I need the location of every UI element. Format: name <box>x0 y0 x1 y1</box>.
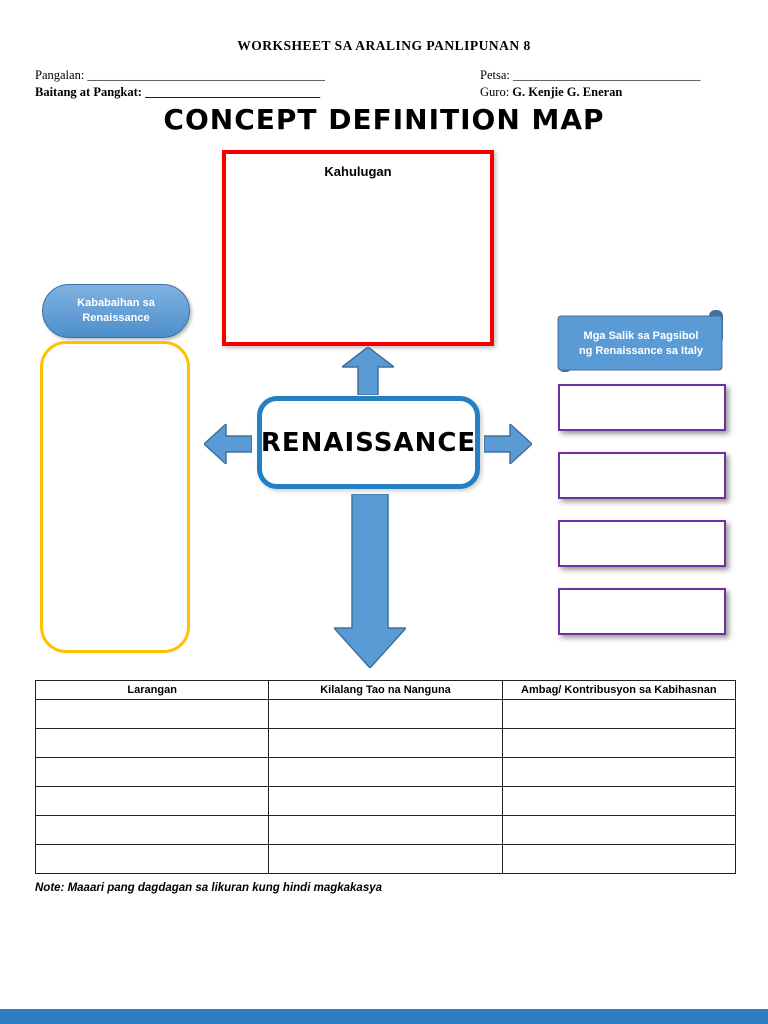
table-row <box>34 728 737 758</box>
table-cell <box>268 757 503 787</box>
table-cell <box>34 699 270 729</box>
scroll-shape-icon <box>557 310 723 372</box>
table-cell <box>268 815 503 845</box>
table-cell <box>34 728 270 758</box>
fields-row-1: Pangalan: ______________________________… <box>35 68 733 83</box>
factor-box <box>558 384 726 431</box>
table-cell <box>501 815 737 845</box>
arrow-right-icon <box>484 424 532 464</box>
factor-box <box>558 520 726 567</box>
table-row <box>34 815 737 845</box>
table-cell <box>268 844 503 874</box>
table-header-row: Larangan Kilalang Tao na Nanguna Ambag/ … <box>34 680 737 700</box>
note-text: Note: Maaari pang dagdagan sa likuran ku… <box>35 882 383 894</box>
women-renaissance-bubble: Kababaihan sa Renaissance <box>42 284 190 338</box>
table-cell <box>501 844 737 874</box>
table-cell <box>268 699 503 729</box>
factors-banner-line2: ng Renaissance sa Italy <box>578 345 704 357</box>
definition-box: Kahulugan <box>222 150 494 346</box>
table-cell <box>501 699 737 729</box>
table-cell <box>34 815 270 845</box>
table-row <box>34 699 737 729</box>
table-cell <box>501 786 737 816</box>
date-field-label: Petsa: <box>480 68 510 82</box>
column-header-ambag: Ambag/ Kontribusyon sa Kabihasnan <box>501 680 737 700</box>
fields-row-2: Baitang at Pangkat: ____________________… <box>35 85 733 100</box>
women-bubble-line1: Kababaihan sa <box>77 297 155 310</box>
name-field-label: Pangalan: <box>35 68 85 82</box>
viewer-bottom-bar <box>0 1009 768 1024</box>
women-renaissance-box <box>40 341 190 653</box>
factor-box <box>558 588 726 635</box>
teacher-field-value: G. Kenjie G. Eneran <box>512 85 623 99</box>
worksheet-header-title: WORKSHEET SA ARALING PANLIPUNAN 8 <box>237 38 531 53</box>
table-row <box>34 844 737 874</box>
grade-section-blank: ____________________________ <box>145 85 321 99</box>
main-title: CONCEPT DEFINITION MAP <box>163 103 605 136</box>
table-body <box>34 699 737 874</box>
factors-banner-text: Mga Salik sa Pagsibol ng Renaissance sa … <box>558 316 724 372</box>
column-header-larangan: Larangan <box>34 680 270 700</box>
fields-table-wrap: Larangan Kilalang Tao na Nanguna Ambag/ … <box>34 680 737 874</box>
table-cell <box>34 786 270 816</box>
center-topic-label: RENAISSANCE <box>260 427 477 458</box>
date-field-blank: ______________________________ <box>512 68 701 82</box>
arrow-left-icon <box>204 424 252 464</box>
table-cell <box>268 728 503 758</box>
table-cell <box>268 786 503 816</box>
grade-section-label: Baitang at Pangkat: <box>35 85 142 99</box>
column-header-kilalang-tao: Kilalang Tao na Nanguna <box>268 680 503 700</box>
grade-section-field: Baitang at Pangkat: ____________________… <box>35 85 320 100</box>
definition-box-label: Kahulugan <box>324 164 392 179</box>
table-row <box>34 757 737 787</box>
name-field: Pangalan: ______________________________… <box>35 68 325 83</box>
name-field-blank: ______________________________________ <box>87 68 325 82</box>
factor-box-stack <box>558 384 726 635</box>
factors-banner-line1: Mga Salik sa Pagsibol <box>583 329 699 342</box>
table-row <box>34 786 737 816</box>
women-bubble-line2: Renaissance <box>82 312 150 324</box>
fields-table: Larangan Kilalang Tao na Nanguna Ambag/ … <box>34 680 737 874</box>
table-cell <box>501 728 737 758</box>
arrow-down-icon <box>334 494 406 668</box>
table-cell <box>34 757 270 787</box>
factor-box <box>558 452 726 499</box>
arrow-up-icon <box>342 347 394 395</box>
table-cell <box>501 757 737 787</box>
table-cell <box>34 844 270 874</box>
center-topic-box: RENAISSANCE <box>257 396 480 489</box>
factors-banner: Mga Salik sa Pagsibol ng Renaissance sa … <box>556 308 726 376</box>
date-field: Petsa: ______________________________ <box>480 68 733 83</box>
teacher-field: Guro: G. Kenjie G. Eneran <box>480 85 733 100</box>
teacher-field-label: Guro: <box>480 85 510 99</box>
